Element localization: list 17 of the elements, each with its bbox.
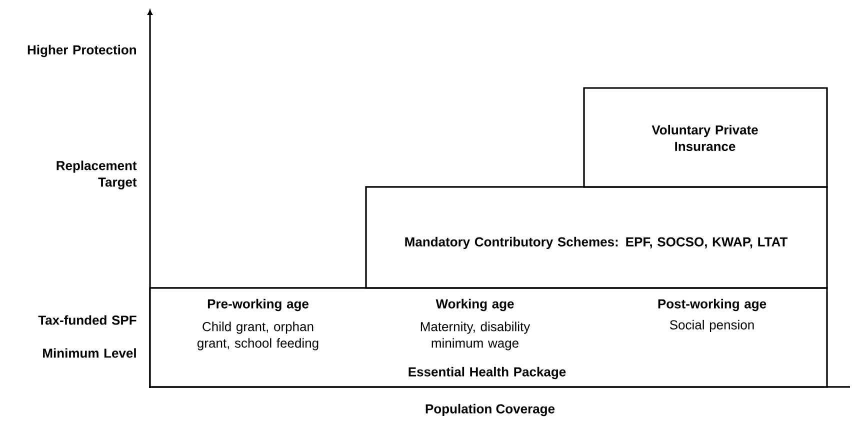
axis-title: Population Coverage	[426, 404, 555, 416]
box-title: Voluntary Private Insurance	[652, 124, 758, 151]
column-heading: Post-working age	[658, 298, 766, 312]
column-heading: Working age	[436, 298, 514, 312]
axis-label: Higher Protection	[28, 44, 136, 58]
tier-box	[149, 287, 828, 388]
box-title: Mandatory Contributory Schemes: EPF, SOCSO, KWAP, LTAT	[405, 236, 788, 250]
column-heading: Pre-working age	[208, 298, 308, 312]
box-title: Essential Health Package	[408, 366, 566, 380]
axis-label: Replacement Target	[56, 160, 137, 190]
tier-box	[583, 87, 828, 188]
axis-label: Tax-funded SPF	[38, 315, 136, 325]
column-text: Child grant, orphan grant, school feeding	[198, 322, 318, 350]
column-text: Maternity, disability minimum wage	[420, 322, 530, 350]
column-text: Social pension	[670, 320, 754, 332]
axis-label: Minimum Level	[43, 348, 136, 358]
tier-box	[365, 186, 828, 289]
